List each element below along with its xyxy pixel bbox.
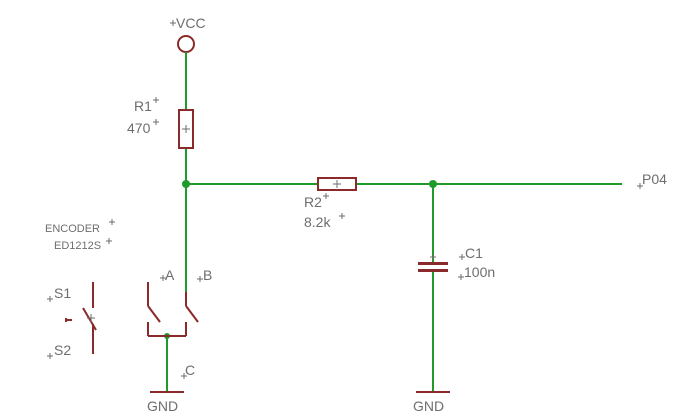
junction-dot-right xyxy=(429,180,437,188)
push-switch: S1 S2 xyxy=(47,282,97,359)
capacitor-c1: C1 100n xyxy=(418,245,495,280)
encoder-pin-b-label: B xyxy=(203,267,212,283)
vcc-circle-icon xyxy=(177,35,195,53)
c1-value-label: 100n xyxy=(464,264,495,280)
switch-s1-label: S1 xyxy=(54,285,71,301)
r1-name-label: R1 xyxy=(134,98,152,114)
vcc-label: VCC xyxy=(176,15,206,31)
encoder-pin-c-label: C xyxy=(185,362,195,378)
r2-name-label: R2 xyxy=(304,194,322,210)
encoder-component: ENCODER ED1212S A B C xyxy=(45,219,212,379)
encoder-contact-b-blade xyxy=(185,305,199,323)
junction-dot-left xyxy=(182,180,190,188)
r2-value-label: 8.2k xyxy=(304,214,331,230)
encoder-part-label: ED1212S xyxy=(54,240,101,252)
c1-name-label: C1 xyxy=(465,245,483,261)
p04-label: P04 xyxy=(642,171,667,187)
r1-value-label: 470 xyxy=(127,120,151,136)
resistor-r2: R2 8.2k xyxy=(304,177,357,230)
switch-s2-label: S2 xyxy=(54,342,71,358)
c1-bottom-plate xyxy=(418,269,448,272)
encoder-contact-a-blade xyxy=(147,305,161,323)
c1-top-plate xyxy=(418,262,448,265)
ground-symbol-left: GND xyxy=(147,391,184,414)
ground-symbol-right: GND xyxy=(413,391,450,414)
ground-label-left: GND xyxy=(147,398,178,414)
r1-body xyxy=(178,109,194,149)
encoder-title-label: ENCODER xyxy=(45,223,100,235)
ground-label-right: GND xyxy=(413,398,444,414)
vcc-supply-symbol: VCC xyxy=(170,15,206,53)
encoder-pin-a-label: A xyxy=(165,267,175,283)
switch-blade xyxy=(82,307,97,331)
wires xyxy=(166,52,622,392)
resistor-r1: R1 470 xyxy=(127,97,194,149)
r2-body xyxy=(317,177,357,191)
net-label-p04: P04 xyxy=(637,171,667,189)
